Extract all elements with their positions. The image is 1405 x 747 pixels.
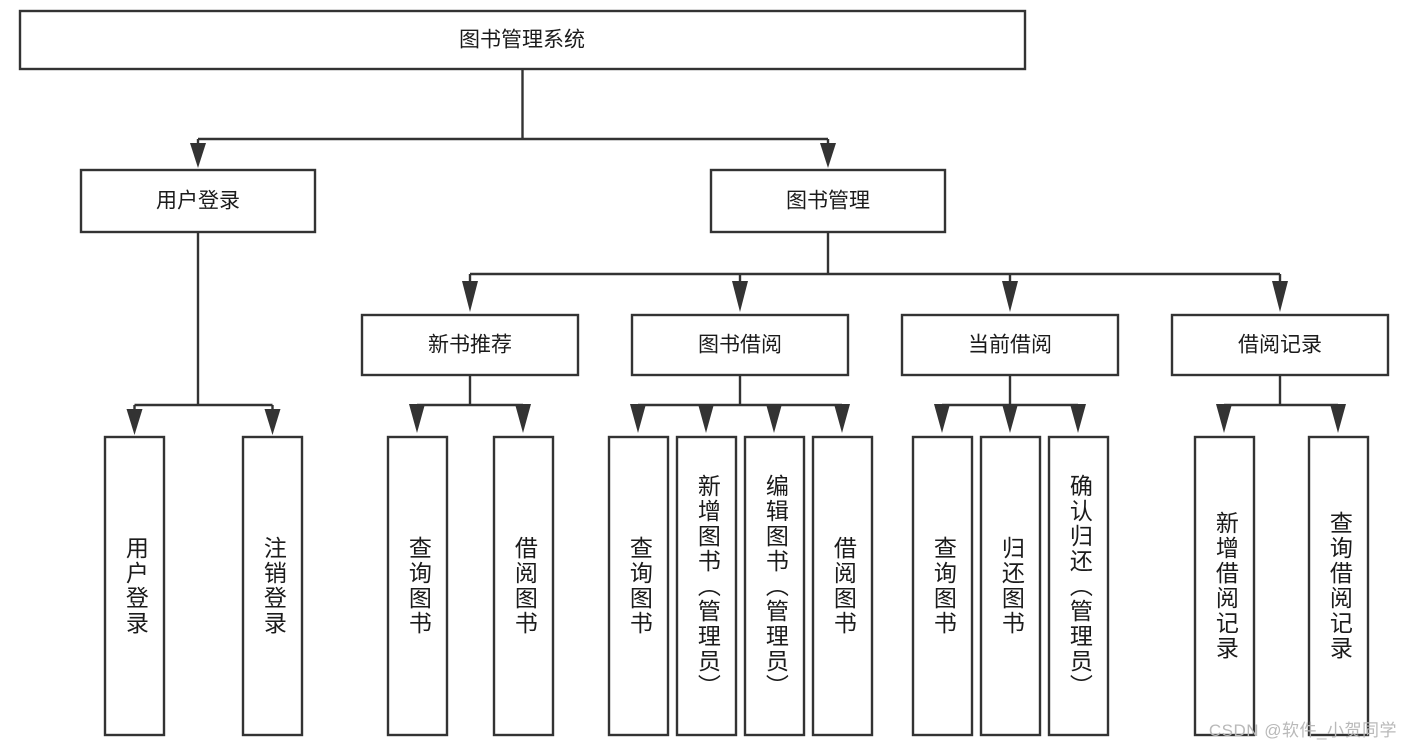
connector-group-bookborrow-to-leaves [630, 375, 850, 433]
arrow-head-bookborrow-leaf-3 [766, 404, 782, 433]
connector-group-bookmanage-to-level3 [462, 232, 1288, 312]
connector-group-currentborrow-to-leaves [934, 375, 1086, 433]
arrow-head-book-manage [820, 143, 836, 168]
node-current-borrow-label: 当前借阅 [968, 334, 1052, 357]
arrow-head-currentborrow-leaf-2 [1002, 404, 1018, 433]
connector-group-newbook-to-leaves [409, 375, 531, 433]
arrow-head-leaf-logout [264, 409, 281, 435]
leaf-box-user-login[interactable] [103, 435, 166, 737]
node-borrow-record-box[interactable] [1170, 313, 1390, 377]
node-current-borrow[interactable]: 当前借阅 [900, 313, 1120, 377]
leaf-box-borrow-book-a[interactable] [492, 435, 555, 737]
leaf-box-add-book-admin[interactable] [675, 435, 738, 737]
arrow-head-newbook-leaf-2 [515, 404, 531, 433]
leaf-box-borrow-book-b[interactable] [811, 435, 874, 737]
arrow-head-leaf-user-login [126, 409, 143, 435]
arrow-head-borrow-record [1272, 281, 1288, 312]
node-user-login-box[interactable] [79, 168, 317, 234]
arrow-head-book-borrow [732, 281, 748, 312]
leaf-boxes [103, 435, 1370, 737]
arrow-head-currentborrow-leaf-1 [934, 404, 950, 433]
arrow-head-bookborrow-leaf-4 [834, 404, 850, 433]
connector-group-root-to-level2 [190, 69, 836, 168]
connector-group-userlogin-to-leaves [126, 232, 281, 435]
arrow-head-bookborrow-leaf-1 [630, 404, 646, 433]
leaf-box-query-book-a[interactable] [386, 435, 449, 737]
node-current-borrow-box[interactable] [900, 313, 1120, 377]
node-root[interactable]: 图书管理系统 [18, 9, 1027, 71]
arrow-head-new-book-rec [462, 281, 478, 312]
node-user-login-label: 用户登录 [156, 190, 240, 213]
node-book-borrow[interactable]: 图书借阅 [630, 313, 850, 377]
csdn-watermark: CSDN @软件_小贺同学 [1208, 721, 1397, 740]
leaf-box-confirm-return-admin[interactable] [1047, 435, 1110, 737]
node-book-borrow-label: 图书借阅 [698, 334, 782, 357]
leaf-box-query-book-c[interactable] [911, 435, 974, 737]
arrow-head-user-login [190, 143, 206, 168]
node-root-box[interactable] [18, 9, 1027, 71]
node-user-login[interactable]: 用户登录 [79, 168, 317, 234]
node-new-book-recommend[interactable]: 新书推荐 [360, 313, 580, 377]
leaf-box-edit-book-admin[interactable] [743, 435, 806, 737]
leaf-box-query-book-b[interactable] [607, 435, 670, 737]
node-book-borrow-box[interactable] [630, 313, 850, 377]
leaf-box-return-book[interactable] [979, 435, 1042, 737]
arrow-head-borrowrecord-leaf-1 [1216, 404, 1232, 433]
node-book-manage[interactable]: 图书管理 [709, 168, 947, 234]
node-new-book-recommend-box[interactable] [360, 313, 580, 377]
node-borrow-record-label: 借阅记录 [1238, 334, 1322, 357]
arrow-head-currentborrow-leaf-3 [1070, 404, 1086, 433]
leaf-box-logout[interactable] [241, 435, 304, 737]
arrow-head-current-borrow [1002, 281, 1018, 312]
node-borrow-record[interactable]: 借阅记录 [1170, 313, 1390, 377]
leaf-box-query-borrow-record[interactable] [1307, 435, 1370, 737]
connector-group-borrowrecord-to-leaves [1216, 375, 1346, 433]
node-new-book-recommend-label: 新书推荐 [428, 334, 512, 357]
node-root-label: 图书管理系统 [459, 29, 585, 52]
node-book-manage-box[interactable] [709, 168, 947, 234]
arrow-head-borrowrecord-leaf-2 [1330, 404, 1346, 433]
arrow-head-bookborrow-leaf-2 [698, 404, 714, 433]
arrow-head-newbook-leaf-1 [409, 404, 425, 433]
node-book-manage-label: 图书管理 [786, 190, 870, 213]
leaf-box-add-borrow-record[interactable] [1193, 435, 1256, 737]
